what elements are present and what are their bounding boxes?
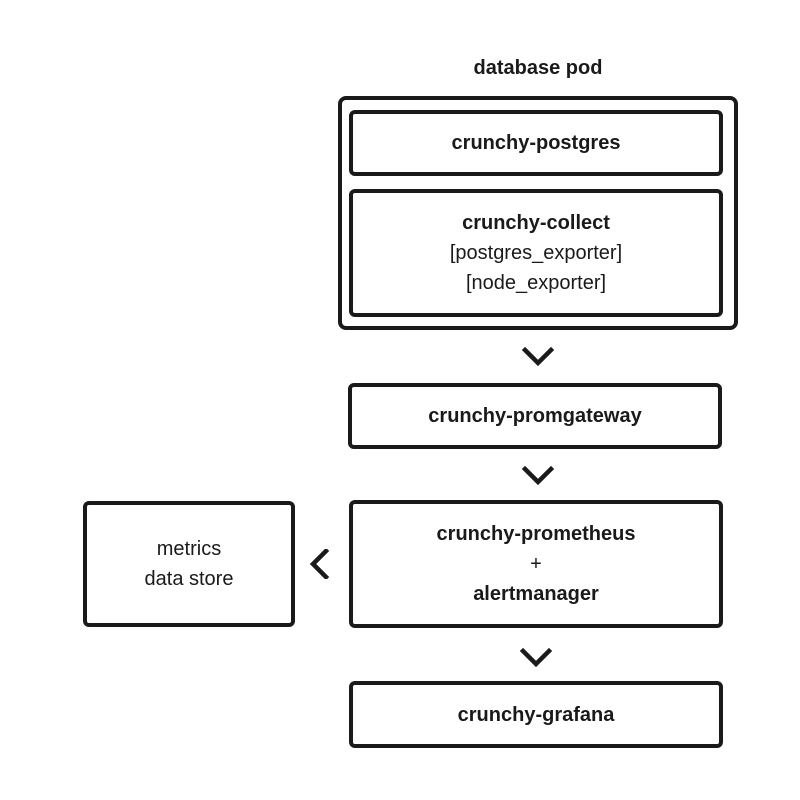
postgres-box: crunchy-postgres [349,110,723,176]
metrics-data-store-box: metrics data store [83,501,295,627]
postgres-label: crunchy-postgres [451,132,621,154]
collect-label: crunchy-collect [462,212,610,234]
collect-postgres-exporter: [postgres_exporter] [449,242,623,264]
chevron-down-icon [516,643,556,673]
collect-node-exporter: [node_exporter] [465,272,607,294]
metrics-label: metrics [156,538,222,560]
chevron-left-icon [304,549,334,579]
promgateway-label: crunchy-promgateway [428,405,642,427]
prometheus-label: crunchy-prometheus [436,523,636,545]
data-store-label: data store [144,568,234,590]
prometheus-box: crunchy-prometheus + alertmanager [349,500,723,628]
collect-box: crunchy-collect [postgres_exporter] [nod… [349,189,723,317]
pod-title: database pod [473,57,603,79]
chevron-down-icon [518,342,558,372]
grafana-label: crunchy-grafana [457,703,615,726]
promgateway-box: crunchy-promgateway [348,383,722,449]
plus-label: + [530,553,542,575]
grafana-box: crunchy-grafana [349,681,723,748]
alertmanager-label: alertmanager [473,583,599,605]
chevron-down-icon [518,461,558,491]
